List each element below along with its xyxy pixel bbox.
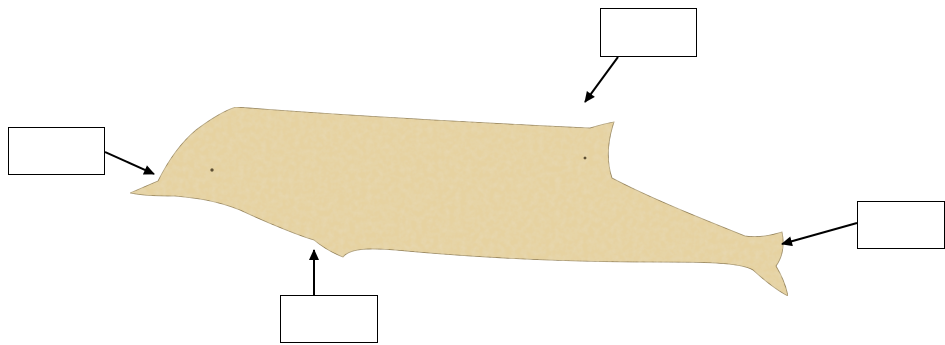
dorsal-fin-label-box[interactable]	[600, 8, 697, 57]
dolphin-illustration	[130, 107, 788, 296]
dolphin-blowhole	[584, 157, 587, 160]
snout-pointer	[105, 152, 154, 174]
dolphin-eye	[210, 168, 213, 171]
dolphin-body	[130, 107, 788, 296]
snout-label-box[interactable]	[8, 127, 105, 175]
tail-fluke-label-box[interactable]	[857, 201, 945, 249]
flipper-label-box[interactable]	[280, 295, 378, 343]
tail-fluke-pointer	[782, 223, 857, 244]
dorsal-fin-pointer	[585, 57, 618, 102]
